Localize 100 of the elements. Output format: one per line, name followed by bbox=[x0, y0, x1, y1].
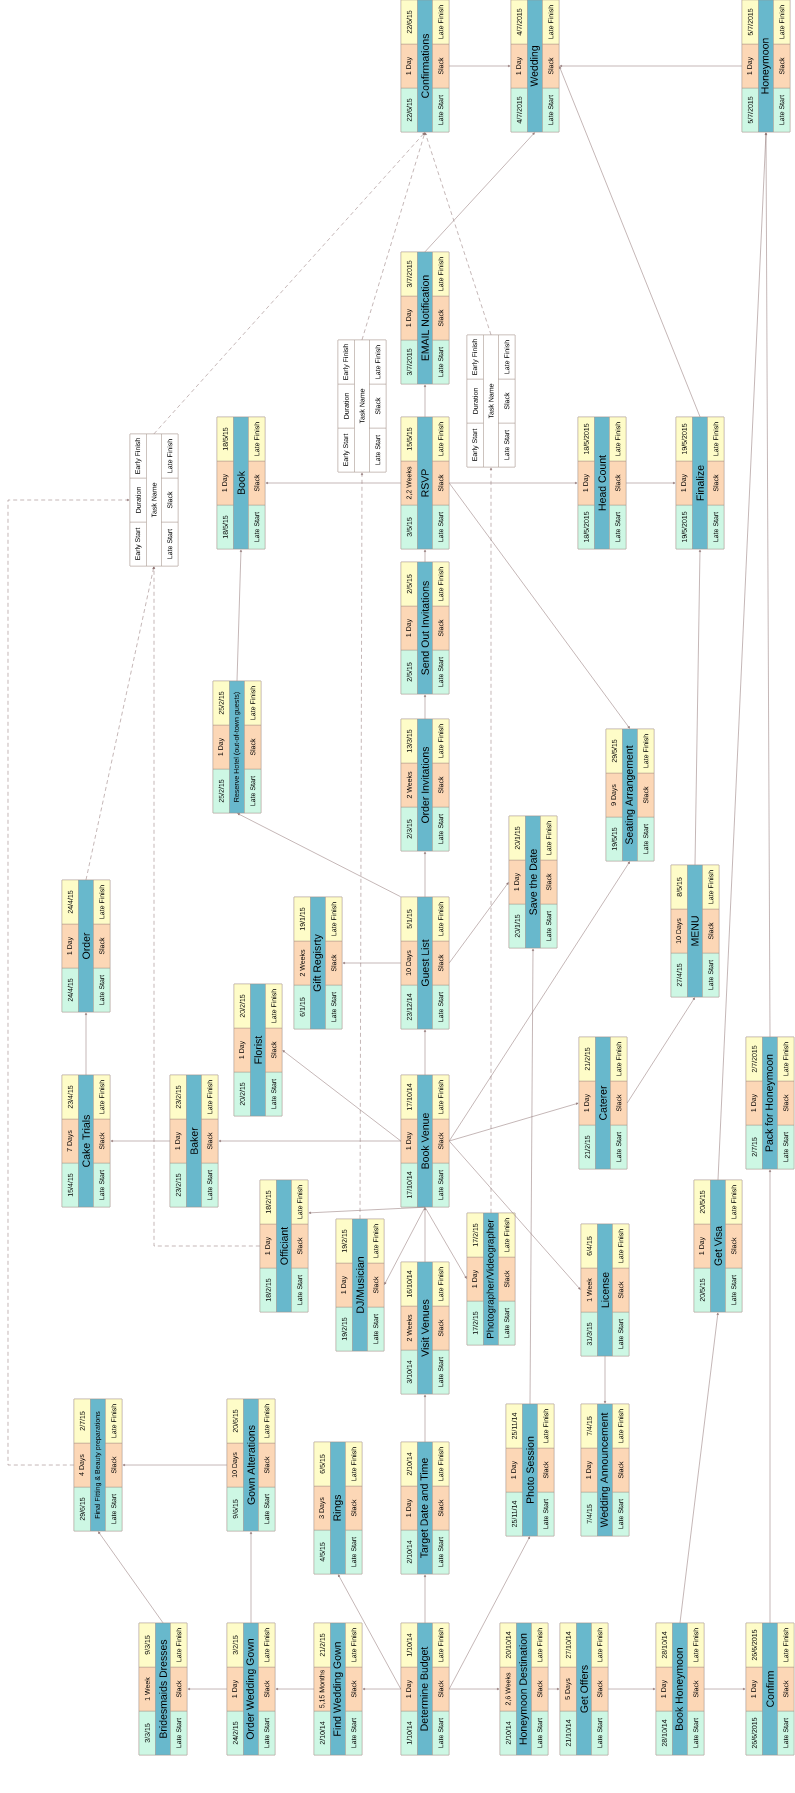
arrow bbox=[423, 384, 427, 418]
task-box bbox=[138, 1622, 188, 1756]
task-box bbox=[675, 416, 725, 550]
task-name-bar: Find Wedding Gown bbox=[330, 1622, 346, 1756]
task-name-bar: Wedding Announcement bbox=[597, 1403, 613, 1537]
arrow bbox=[362, 1687, 402, 1691]
task-box bbox=[741, 0, 791, 133]
task-box bbox=[655, 1622, 705, 1756]
arrow bbox=[607, 1687, 656, 1691]
arrow bbox=[489, 467, 493, 1214]
arrow bbox=[559, 66, 701, 418]
task-name-bar: Cake Trials bbox=[78, 1074, 94, 1208]
arrow bbox=[764, 132, 771, 1038]
arrow bbox=[448, 1536, 530, 1690]
task-name-bar: Save the Date bbox=[525, 815, 541, 949]
task-box bbox=[745, 1036, 795, 1170]
task-box bbox=[216, 416, 266, 550]
task-box bbox=[293, 896, 343, 1030]
task-box bbox=[226, 1398, 276, 1532]
task-box bbox=[400, 0, 450, 133]
task-name-bar: Finalize bbox=[692, 416, 708, 550]
arrow bbox=[84, 1012, 88, 1076]
task-name-bar: Rings bbox=[330, 1441, 346, 1575]
arrow bbox=[423, 1207, 427, 1263]
arrow bbox=[423, 851, 427, 898]
task-box bbox=[400, 1441, 450, 1575]
arrow bbox=[448, 861, 630, 1142]
arrow bbox=[342, 961, 402, 965]
task-name-bar: Florist bbox=[250, 983, 266, 1117]
task-box bbox=[313, 1441, 363, 1575]
task-box bbox=[400, 896, 450, 1030]
task-box bbox=[400, 1074, 450, 1208]
task-name-bar: Officiant bbox=[276, 1179, 292, 1313]
arrow bbox=[265, 481, 402, 485]
task-name-bar: Gift Regisrty bbox=[310, 896, 326, 1030]
arrow bbox=[424, 1206, 467, 1279]
arrow bbox=[85, 566, 155, 881]
task-box bbox=[169, 1074, 219, 1208]
arrow bbox=[338, 1574, 402, 1690]
task-name-bar: Book Honeymoon bbox=[672, 1622, 688, 1756]
task-box bbox=[400, 718, 450, 852]
template-box bbox=[337, 339, 387, 473]
arrow bbox=[603, 1355, 607, 1404]
arrow bbox=[448, 1140, 581, 1290]
arrow bbox=[694, 549, 702, 866]
task-name-bar: Head Count bbox=[594, 416, 610, 550]
arrow bbox=[153, 132, 425, 435]
arrow bbox=[187, 1687, 228, 1691]
arrow bbox=[448, 1687, 500, 1691]
task-box bbox=[580, 1403, 630, 1537]
arrow bbox=[122, 1463, 228, 1467]
task-box bbox=[400, 561, 450, 695]
task-name-bar: Target Date and Time bbox=[417, 1441, 433, 1575]
arrow bbox=[768, 1169, 772, 1624]
arrow bbox=[359, 472, 364, 1220]
template-box bbox=[129, 433, 179, 567]
task-box bbox=[73, 1398, 123, 1532]
task-name-bar: Order Invitations bbox=[417, 718, 433, 852]
task-box bbox=[577, 416, 627, 550]
arrow bbox=[237, 813, 402, 898]
arrow bbox=[275, 1687, 315, 1691]
arrow bbox=[626, 997, 695, 1104]
arrow bbox=[236, 549, 242, 682]
task-name-bar: Gown Alterations bbox=[243, 1398, 259, 1532]
task-name-bar: Get Offers bbox=[576, 1622, 592, 1756]
arrow bbox=[703, 1687, 746, 1691]
task-box bbox=[559, 1622, 609, 1756]
arrow bbox=[448, 481, 578, 485]
arrow bbox=[448, 482, 630, 729]
arrow bbox=[308, 1206, 426, 1214]
arrow bbox=[384, 1206, 426, 1285]
task-box bbox=[212, 680, 262, 814]
task-name-bar: Get Visa bbox=[710, 1179, 726, 1313]
task-name-bar: RSVP bbox=[417, 416, 433, 550]
task-box bbox=[605, 728, 655, 862]
task-box bbox=[693, 1179, 743, 1313]
task-name-bar: Send Out Invitations bbox=[417, 561, 433, 695]
task-box bbox=[335, 1218, 385, 1352]
task-name-bar: Photo Session bbox=[522, 1403, 538, 1537]
task-name-bar: MENU bbox=[687, 864, 703, 998]
task-name-bar: Bridesmaids Dresses bbox=[155, 1622, 171, 1756]
task-box bbox=[226, 1622, 276, 1756]
task-name-bar: License bbox=[597, 1223, 613, 1357]
arrow bbox=[423, 1574, 427, 1624]
task-name-bar: Book Venue bbox=[417, 1074, 433, 1208]
arrow bbox=[110, 1139, 171, 1143]
task-box bbox=[499, 1622, 549, 1756]
arrow bbox=[361, 132, 426, 341]
task-name-bar: Pack for Honeymoon bbox=[762, 1036, 778, 1170]
arrow bbox=[717, 132, 767, 1181]
arrow bbox=[7, 498, 130, 1466]
arrow bbox=[424, 132, 535, 253]
arrow bbox=[218, 1139, 402, 1143]
arrow bbox=[448, 1102, 579, 1142]
task-box bbox=[670, 864, 720, 998]
task-box bbox=[745, 1622, 795, 1756]
task-box bbox=[313, 1622, 363, 1756]
task-name-bar: Book bbox=[233, 416, 249, 550]
arrow bbox=[625, 481, 676, 485]
task-box bbox=[61, 879, 111, 1013]
